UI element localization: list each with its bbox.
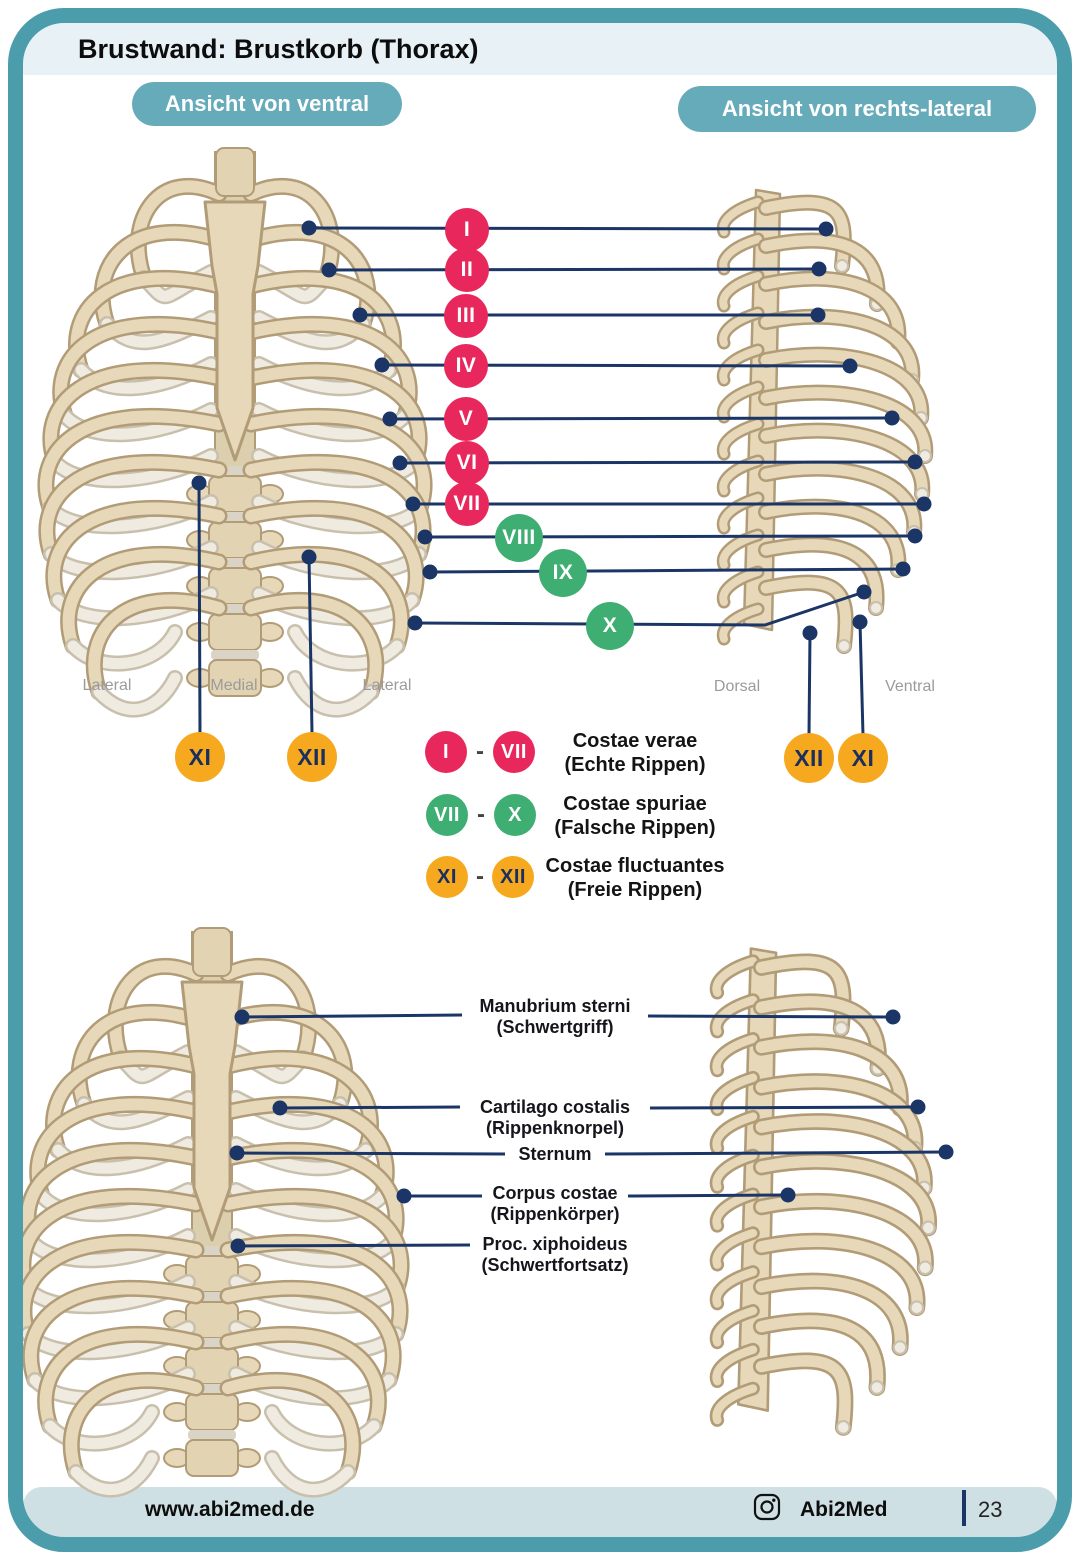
rib-badge-iii: III bbox=[444, 294, 488, 338]
leader-dots bbox=[191, 220, 954, 1254]
rib-cage-lateral-bottom bbox=[709, 947, 937, 1436]
anatomy-german-corpus: (Rippenkörper) bbox=[490, 1204, 620, 1224]
anatomy-german-manubrium: (Schwertgriff) bbox=[496, 1017, 614, 1037]
anatomy-label-proc-xiphoideus: Proc. xiphoideus (Schwertfortsatz) bbox=[425, 1234, 685, 1276]
header-band bbox=[23, 23, 1057, 75]
anatomy-label-manubrium-sterni: Manubrium sterni (Schwertgriff) bbox=[425, 996, 685, 1038]
orientation-label-lateral-right: Lateral bbox=[362, 677, 412, 694]
legend-german-1: (Echte Rippen) bbox=[564, 754, 706, 776]
rib-badge-x: X bbox=[586, 602, 634, 650]
website-text: www.abi2med.de bbox=[145, 1498, 315, 1521]
legend-label-costae-fluctuantes: Costae fluctuantes (Freie Rippen) bbox=[525, 854, 745, 902]
legend-dash-1: - bbox=[476, 738, 484, 765]
anatomy-latin-cartilago: Cartilago costalis bbox=[479, 1097, 631, 1117]
instagram-handle: Abi2Med bbox=[800, 1498, 888, 1521]
footer-band bbox=[23, 1487, 1057, 1537]
anatomy-label-cartilago-costalis: Cartilago costalis (Rippenknorpel) bbox=[425, 1097, 685, 1139]
anatomy-german-proc: (Schwertfortsatz) bbox=[481, 1255, 629, 1275]
rib-badge-xii-right: XII bbox=[784, 733, 834, 783]
rib-cage-anterior-top bbox=[37, 147, 433, 718]
rib-badge-xi-left: XI bbox=[175, 732, 225, 782]
legend-german-3: (Freie Rippen) bbox=[567, 879, 703, 901]
legend-label-costae-spuriae: Costae spuriae (Falsche Rippen) bbox=[525, 792, 745, 840]
rib-cage-lateral-top bbox=[716, 188, 934, 654]
anatomy-latin-proc: Proc. xiphoideus bbox=[482, 1234, 628, 1254]
anatomy-label-sternum: Sternum bbox=[425, 1144, 685, 1165]
rib-badge-iv: IV bbox=[444, 344, 488, 388]
rib-badge-v: V bbox=[444, 397, 488, 441]
rib-badge-vi: VI bbox=[445, 441, 489, 485]
footer-divider bbox=[962, 1490, 966, 1526]
rib-cage-anterior-bottom bbox=[14, 927, 410, 1498]
legend-badge-xii: XII bbox=[492, 856, 534, 898]
rib-badge-xii-left: XII bbox=[287, 732, 337, 782]
legend-badge-vii-green: VII bbox=[426, 794, 468, 836]
legend-latin-2: Costae spuriae bbox=[563, 793, 707, 815]
legend-latin-3: Costae fluctuantes bbox=[545, 855, 725, 877]
legend-german-2: (Falsche Rippen) bbox=[554, 817, 716, 839]
anatomy-latin-manubrium: Manubrium sterni bbox=[479, 996, 631, 1016]
orientation-label-medial: Medial bbox=[210, 677, 258, 694]
orientation-label-dorsal: Dorsal bbox=[713, 678, 761, 695]
anatomy-german-cartilago: (Rippenknorpel) bbox=[486, 1118, 624, 1138]
rib-badge-i: I bbox=[445, 208, 489, 252]
rib-badge-ix: IX bbox=[539, 549, 587, 597]
page-title: Brustwand: Brustkorb (Thorax) bbox=[78, 34, 479, 64]
view-pill-rechts-lateral: Ansicht von rechts-lateral bbox=[678, 86, 1036, 132]
anatomy-label-corpus-costae: Corpus costae (Rippenkörper) bbox=[425, 1183, 685, 1225]
rib-badge-xi-right: XI bbox=[838, 733, 888, 783]
orientation-label-lateral-left: Lateral bbox=[82, 677, 132, 694]
rib-badge-viii: VIII bbox=[495, 514, 543, 562]
anatomy-latin-corpus: Corpus costae bbox=[492, 1183, 618, 1203]
legend-latin-1: Costae verae bbox=[572, 730, 698, 752]
legend-badge-vii-pink: VII bbox=[493, 731, 535, 773]
anatomy-latin-sternum: Sternum bbox=[518, 1144, 592, 1164]
rib-badge-ii: II bbox=[445, 248, 489, 292]
legend-dash-2: - bbox=[477, 801, 485, 828]
page-number: 23 bbox=[978, 1497, 1003, 1522]
legend-badge-xi: XI bbox=[426, 856, 468, 898]
legend-badge-x: X bbox=[494, 794, 536, 836]
view-pill-ventral: Ansicht von ventral bbox=[132, 82, 402, 126]
legend-label-costae-verae: Costae verae (Echte Rippen) bbox=[525, 729, 745, 777]
legend-badge-i: I bbox=[425, 731, 467, 773]
instagram-icon bbox=[753, 1493, 781, 1521]
rib-badge-vii: VII bbox=[445, 482, 489, 526]
legend-dash-3: - bbox=[476, 863, 484, 890]
orientation-label-ventral: Ventral bbox=[885, 678, 935, 695]
